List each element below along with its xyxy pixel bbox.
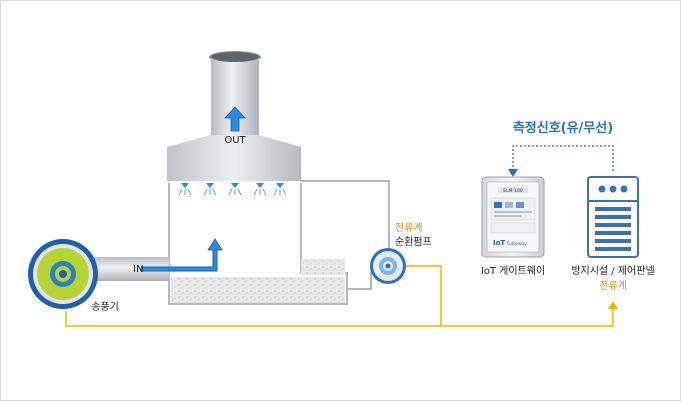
pump-signal-line xyxy=(406,265,442,326)
iot-gateway-device: ELM-100 IoT Gateway xyxy=(481,176,545,258)
in-label: IN xyxy=(133,264,143,275)
blower-signal-line xyxy=(65,307,614,327)
gateway-arrow-icon xyxy=(508,169,518,177)
out-arrow-icon xyxy=(224,106,246,132)
panel-arrow-icon xyxy=(608,301,618,309)
out-label: OUT xyxy=(224,135,246,146)
packing-media-right xyxy=(301,259,345,275)
packing-media xyxy=(171,277,345,303)
spray-nozzles xyxy=(178,183,287,196)
circulation-pipe xyxy=(347,271,372,290)
panel-flowmeter-label: 전류계 xyxy=(599,280,627,292)
pump-flowmeter-label: 전류계 xyxy=(395,222,423,234)
circulation-pump-icon xyxy=(370,248,406,284)
circulation-pump-label: 순환펌프 xyxy=(395,236,432,248)
signal-wiring xyxy=(65,265,618,327)
control-panel-device xyxy=(587,176,639,258)
blower-icon xyxy=(28,239,98,309)
signal-title: 측정신호(유/무선) xyxy=(513,120,613,136)
blower-label: 송풍기 xyxy=(91,301,119,313)
device-brand-label: IoT xyxy=(493,239,505,247)
device-brand-sub-label: Gateway xyxy=(507,241,527,247)
exhaust-stack xyxy=(167,51,301,181)
device-model-label: ELM-100 xyxy=(503,188,523,194)
signal-link xyxy=(512,145,614,171)
gateway-label: IoT 게이트웨이 xyxy=(481,265,545,277)
panel-label: 방지시설 / 제어판넬 xyxy=(571,265,654,277)
in-arrow-icon xyxy=(141,238,223,272)
